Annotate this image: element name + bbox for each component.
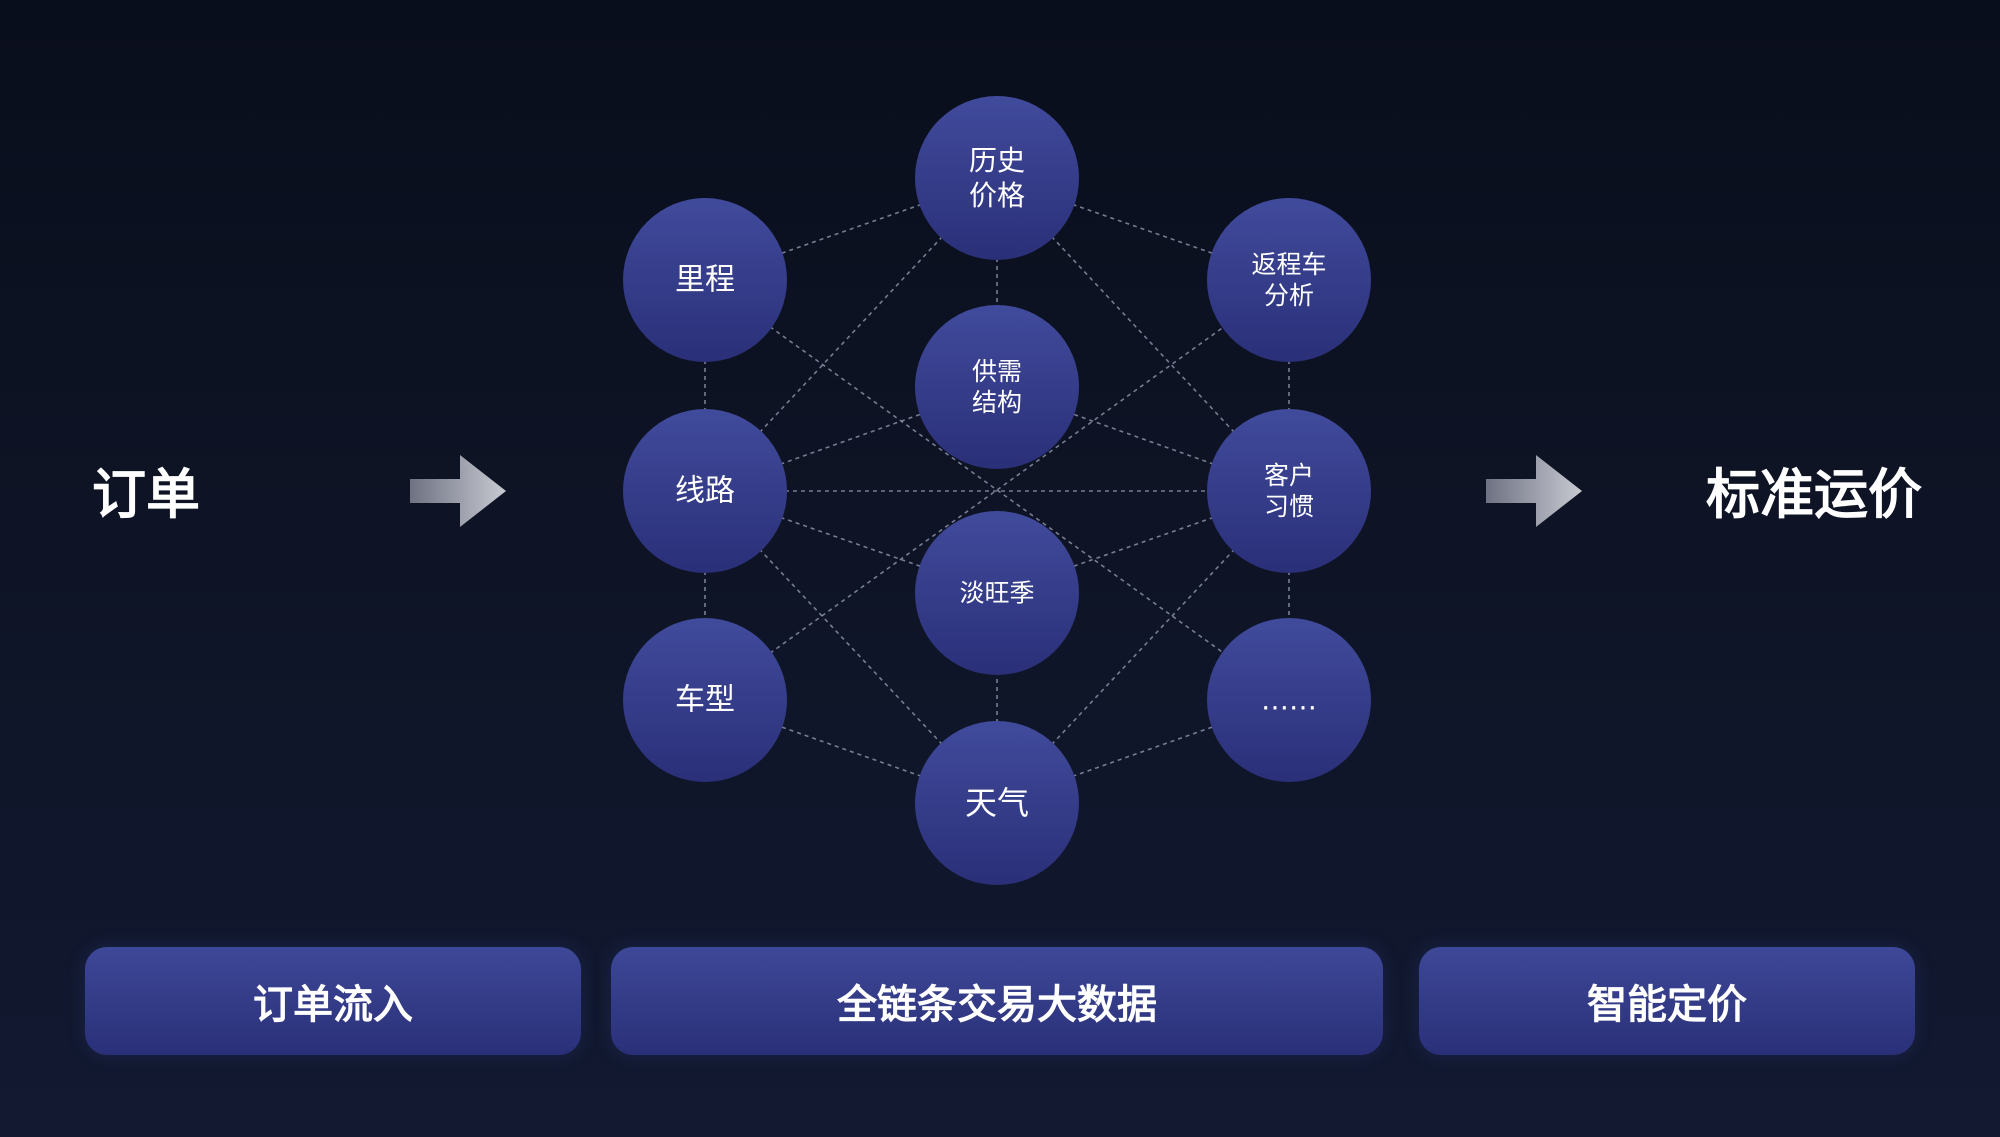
node-label: 里程 [675,263,735,298]
big-data-label: 全链条交易大数据 [837,982,1157,1028]
order-inflow-box: 订单流入 [85,947,581,1055]
node-label: 客户 [1264,461,1314,490]
node-weather: 天气 [915,721,1079,885]
node-circle [1207,198,1371,362]
node-circle [623,198,787,362]
connection-lines [704,177,1290,804]
order-label: 订单 [92,463,200,526]
node-route: 线路 [623,409,787,573]
factor-nodes: 历史价格里程返程车分析供需结构线路客户习惯淡旺季车型……天气 [623,96,1371,885]
node-mileage: 里程 [623,198,787,362]
node-label: 线路 [675,474,735,509]
node-circle [915,96,1079,260]
node-circle [623,409,787,573]
node-more: …… [1207,618,1371,782]
node-label: 返程车 [1251,250,1326,279]
node-label: 习惯 [1264,492,1314,521]
node-circle [1207,409,1371,573]
standard-freight-label: 标准运价 [1706,463,1922,526]
smart-pricing-box: 智能定价 [1419,947,1915,1055]
order-inflow-label: 订单流入 [253,982,413,1028]
node-label: 分析 [1264,281,1314,310]
node-label: 淡旺季 [959,579,1034,608]
node-circle [1207,618,1371,782]
arrow-right-icon [1486,455,1582,527]
big-data-box: 全链条交易大数据 [611,947,1383,1055]
node-label: 供需 [972,357,1022,386]
node-label: 车型 [675,683,735,718]
node-circle [623,618,787,782]
node-circle [915,511,1079,675]
node-label: 价格 [969,179,1025,212]
node-label: 结构 [972,388,1022,417]
node-label: …… [1261,684,1317,717]
node-vehicle_type: 车型 [623,618,787,782]
node-season: 淡旺季 [915,511,1079,675]
node-label: 天气 [965,784,1029,822]
arrow-right-icon [410,455,506,527]
node-circle [915,721,1079,885]
smart-pricing-label: 智能定价 [1587,982,1747,1028]
node-circle [915,305,1079,469]
node-label: 历史 [969,144,1025,177]
